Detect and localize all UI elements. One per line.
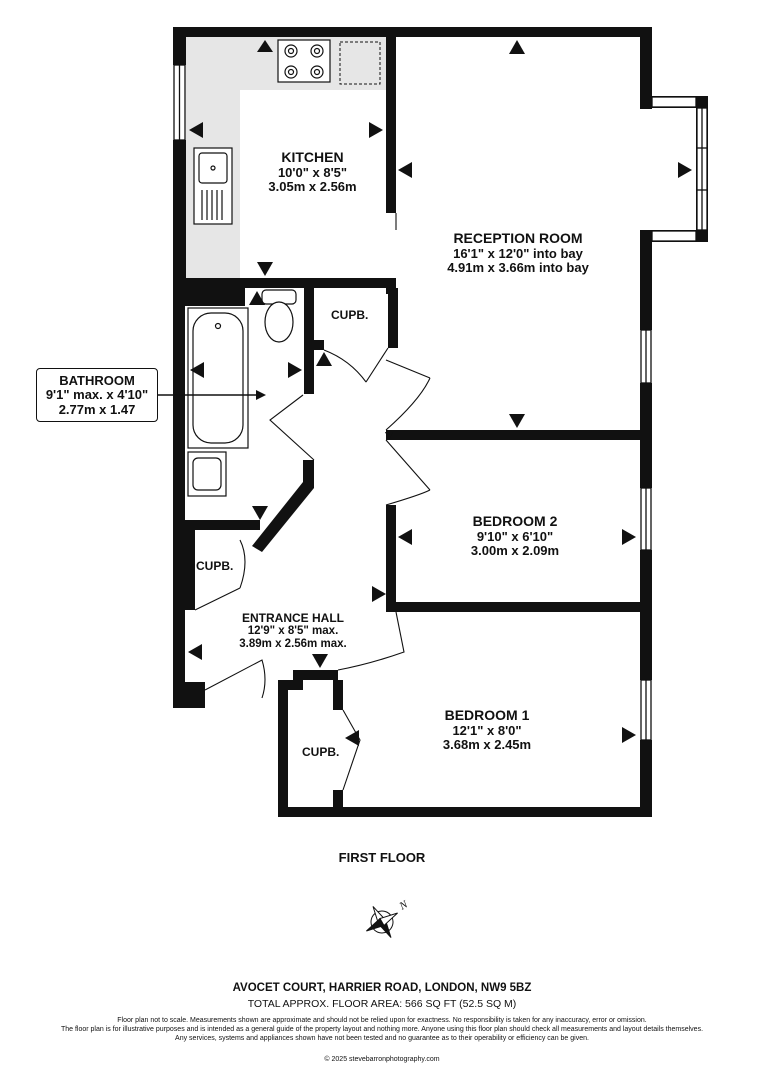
basin-icon — [187, 451, 227, 497]
bedroom2-label: BEDROOM 2 9'10" x 6'10" 3.00m x 2.09m — [440, 513, 590, 559]
bedroom2-door — [385, 439, 431, 506]
arrow-icon — [398, 162, 412, 178]
arrow-icon — [312, 654, 328, 668]
arrow-icon — [678, 162, 692, 178]
arrow-icon — [190, 362, 204, 378]
bathroom-callout-arrow — [158, 390, 266, 400]
arrow-icon — [509, 414, 525, 428]
compass-icon — [366, 906, 398, 938]
kitchen-metric: 3.05m x 2.56m — [268, 179, 357, 195]
floor-label: FIRST FLOOR — [338, 850, 426, 865]
bedroom1-label: BEDROOM 1 12'1" x 8'0" 3.68m x 2.45m — [412, 707, 562, 753]
bath-icon — [187, 307, 249, 449]
kitchen-floor — [186, 35, 390, 280]
total-floor-area: TOTAL APPROX. FLOOR AREA: 566 SQ FT (52.… — [247, 998, 517, 1010]
appliance-space-icon — [339, 41, 381, 85]
bathroom-callout: BATHROOM 9'1" max. x 4'10" 2.77m x 1.47 — [36, 368, 158, 422]
bedroom1-door — [337, 611, 405, 671]
reception-name: RECEPTION ROOM — [453, 230, 583, 246]
doors — [194, 213, 431, 791]
arrow-icon — [257, 40, 273, 52]
hob-icon — [277, 39, 331, 83]
bedroom1-name: BEDROOM 1 — [444, 707, 530, 723]
arrow-icon — [188, 644, 202, 660]
bathroom-imperial: 9'1" max. x 4'10" — [45, 387, 149, 403]
arrow-icon — [369, 122, 383, 138]
disclaimer-line-3: Any services, systems and appliances sho… — [175, 1035, 589, 1042]
bay-window-top — [651, 96, 697, 108]
arrow-icon — [385, 432, 393, 440]
arrow-icon — [345, 730, 359, 746]
dimension-arrows — [188, 40, 692, 746]
bedroom1-cupb-door — [342, 709, 361, 791]
kitchen-imperial: 10'0" x 8'5" — [277, 164, 348, 180]
arrow-icon — [398, 529, 412, 545]
hall-door-reception — [385, 359, 431, 431]
windows — [173, 64, 708, 741]
arrow-icon — [372, 586, 386, 602]
sink-icon — [193, 147, 233, 225]
compass-letter: N — [397, 898, 411, 913]
property-address: AVOCET COURT, HARRIER ROAD, LONDON, NW9 … — [232, 982, 532, 994]
arrow-icon — [252, 506, 268, 520]
copyright: © 2025 stevebarronphotography.com — [324, 1056, 440, 1063]
arrow-icon — [257, 262, 273, 276]
bedroom2-name: BEDROOM 2 — [472, 513, 558, 529]
arrow-icon — [509, 40, 525, 54]
arrow-icon — [622, 727, 636, 743]
disclaimer-line-1: Floor plan not to scale. Measurements sh… — [117, 1017, 647, 1024]
reception-label: RECEPTION ROOM 16'1" x 12'0" into bay 4.… — [418, 230, 618, 276]
bathroom-door — [269, 394, 315, 461]
entrance-hall-metric: 3.89m x 2.56m max. — [239, 638, 347, 651]
entrance-door — [204, 659, 266, 699]
entrance-hall-name: ENTRANCE HALL — [242, 611, 344, 625]
disclaimer-line-2: The floor plan is for illustrative purpo… — [60, 1026, 704, 1033]
cupb-door-1 — [323, 347, 389, 383]
bedroom1-imperial: 12'1" x 8'0" — [452, 722, 522, 738]
bathroom-metric: 2.77m x 1.47 — [58, 401, 136, 417]
bay-window-bottom — [651, 230, 697, 242]
bathroom-name: BATHROOM — [59, 373, 135, 388]
bedroom1-metric: 3.68m x 2.45m — [442, 737, 532, 753]
bedroom2-metric: 3.00m x 2.09m — [470, 543, 560, 559]
arrow-icon — [288, 362, 302, 378]
arrow-icon — [622, 529, 636, 545]
arrow-icon — [189, 122, 203, 138]
bedroom2-imperial: 9'10" x 6'10" — [476, 528, 554, 544]
cupboard-label-top: CUPB. — [331, 308, 369, 322]
kitchen-label: KITCHEN 10'0" x 8'5" 3.05m x 2.56m — [245, 149, 380, 195]
hall-cupb-door — [194, 539, 246, 611]
walls — [173, 27, 708, 817]
cupboard-label-bedroom1: CUPB. — [302, 745, 340, 759]
toilet-icon — [261, 289, 297, 343]
arrow-icon — [316, 352, 332, 366]
reception-imperial: 16'1" x 12'0" into bay — [453, 245, 583, 261]
kitchen-name: KITCHEN — [281, 149, 344, 165]
reception-metric: 4.91m x 3.66m into bay — [447, 260, 589, 276]
cupboard-label-hall: CUPB. — [196, 559, 234, 573]
arrow-icon — [249, 291, 265, 305]
entrance-hall-label: ENTRANCE HALL 12'9" x 8'5" max. 3.89m x … — [218, 611, 368, 651]
entrance-hall-imperial: 12'9" x 8'5" max. — [247, 625, 339, 638]
